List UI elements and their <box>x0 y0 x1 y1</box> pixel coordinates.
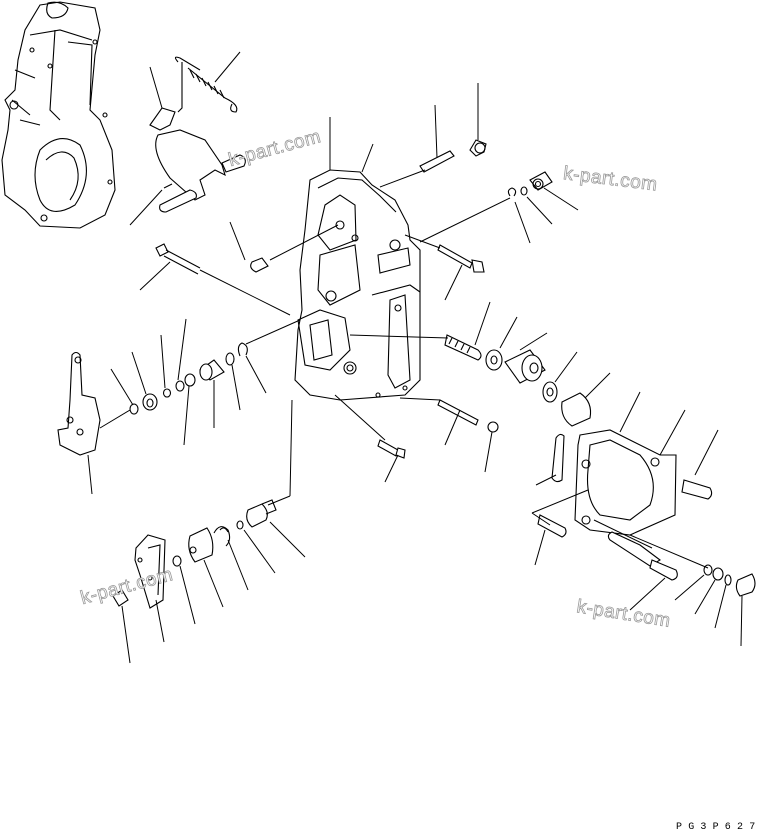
drawing-code: PG3P627 <box>676 822 760 833</box>
through-bolts <box>377 244 499 459</box>
bottom-bracket-assembly <box>112 499 277 609</box>
left-lever-assembly <box>57 342 248 456</box>
top-pins <box>155 139 487 275</box>
governor-housing <box>1 1 116 229</box>
cover-plate <box>537 429 756 597</box>
plug-oring-clip <box>507 171 553 197</box>
collar-washers <box>485 349 592 427</box>
spring-lever-assembly <box>149 56 246 213</box>
main-governor-body <box>294 169 421 401</box>
leader-lines <box>87 51 743 664</box>
